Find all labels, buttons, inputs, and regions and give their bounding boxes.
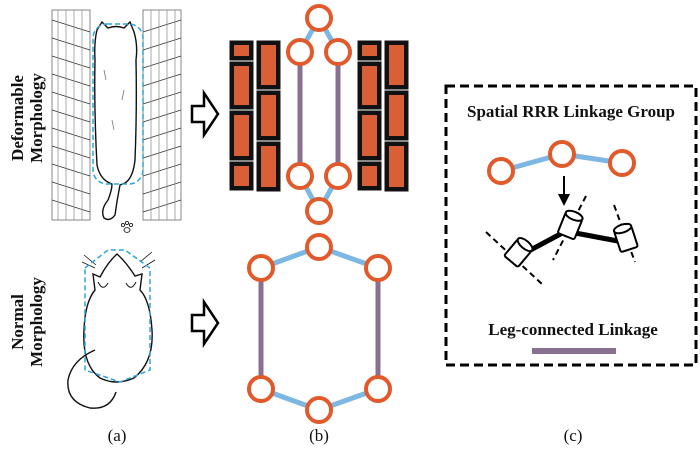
joint: [305, 197, 333, 225]
panel-label-a: (a): [108, 426, 127, 445]
joint: [364, 375, 392, 403]
joint: [548, 140, 576, 168]
brick-face: [234, 166, 249, 186]
brick-wall-right: [356, 39, 410, 193]
brick-face: [234, 115, 249, 156]
panel-c: Spatial RRR Linkage Group: [444, 84, 698, 445]
down-arrow-icon: [558, 176, 570, 206]
joint-axis: [485, 231, 544, 286]
brick-face: [261, 95, 276, 136]
joint: [608, 149, 636, 177]
deformable-label-line1: Deformable: [8, 75, 27, 161]
joint: [286, 162, 314, 190]
leg-linkage-swatch: [532, 348, 616, 354]
legend-box: [444, 84, 698, 367]
joint: [324, 38, 352, 66]
spatial-joint-diagram: [485, 195, 639, 286]
brick-face: [261, 146, 276, 187]
cat-deformable: [94, 20, 138, 221]
joint: [364, 254, 392, 282]
brick-face: [234, 45, 249, 56]
linkage-normal: [247, 233, 392, 424]
revolute-joint: [557, 209, 584, 240]
panel-label-c: (c): [564, 426, 583, 445]
revolute-joint: [503, 237, 534, 268]
joint: [305, 4, 333, 32]
panel-label-b: (b): [309, 426, 329, 445]
sketch-wall-left: [51, 9, 91, 221]
joint: [247, 375, 275, 403]
normal-label-line1: Normal: [8, 294, 27, 350]
brick-face: [362, 115, 377, 156]
cat-normal: [67, 251, 156, 409]
panel-b: (b): [228, 4, 410, 445]
linkage-deformable: [286, 4, 352, 225]
joint: [247, 254, 275, 282]
normal-outline: [84, 249, 151, 383]
brick-face: [234, 66, 249, 105]
rrr-linkage: [487, 140, 636, 185]
leg-linkage-label: Leg-connected Linkage: [488, 320, 658, 339]
joint: [487, 157, 515, 185]
brick-face: [362, 45, 377, 56]
arrow-deformable-icon: [190, 88, 220, 140]
joint: [324, 162, 352, 190]
arrow-normal-icon: [190, 297, 220, 349]
revolute-joint: [612, 222, 639, 253]
sketch-wall-right: [142, 9, 182, 221]
brick-wall-left: [228, 39, 282, 193]
brick-face: [362, 66, 377, 105]
joint-axis: [552, 195, 587, 261]
deformable-label-line2: Morphology: [27, 73, 46, 163]
legend-title: Spatial RRR Linkage Group: [467, 102, 675, 121]
rigid-link: [569, 229, 624, 245]
joint: [286, 38, 314, 66]
brick-face: [362, 166, 377, 186]
brick-face: [389, 45, 404, 85]
brick-face: [261, 45, 276, 85]
paw-print-icon: [120, 220, 134, 233]
joint: [305, 233, 333, 261]
joint: [305, 396, 333, 424]
panel-a: Deformable Morphology Normal Morphology: [8, 9, 182, 445]
brick-face: [389, 95, 404, 136]
normal-label-line2: Morphology: [27, 277, 46, 367]
brick-face: [389, 146, 404, 187]
deformable-outline: [92, 23, 144, 185]
